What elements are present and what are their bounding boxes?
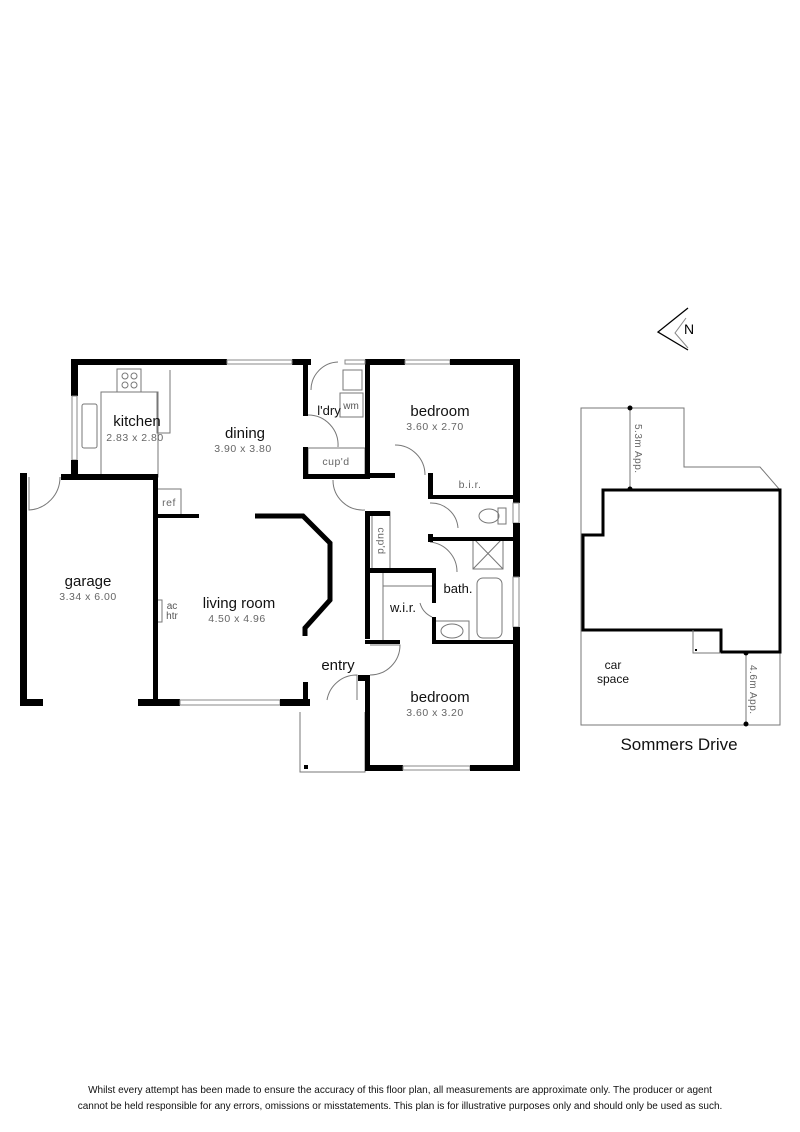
bir-label: b.i.r. xyxy=(459,479,482,491)
htr-label: htr xyxy=(166,611,178,622)
wir-label: w.i.r. xyxy=(389,600,416,615)
north-arrow-icon: N xyxy=(656,307,694,351)
car-space-label-2: space xyxy=(597,672,629,686)
cupboard-label: cup'd xyxy=(322,456,349,468)
bedroom2-size: 3.60 x 3.20 xyxy=(406,707,463,719)
living-room-label: living room xyxy=(203,595,276,612)
fixtures xyxy=(28,361,507,773)
kitchen-label: kitchen xyxy=(113,413,161,430)
ac-label: ac xyxy=(167,601,178,612)
wm-label: wm xyxy=(342,401,359,412)
bath-label: bath. xyxy=(444,581,473,596)
street-name: Sommers Drive xyxy=(620,735,737,754)
entry-label: entry xyxy=(321,657,355,674)
garage-label: garage xyxy=(65,573,112,590)
room-labels: kitchen 2.83 x 2.80 dining 3.90 x 3.80 l… xyxy=(59,401,481,719)
walls xyxy=(20,359,520,771)
north-label: N xyxy=(684,321,694,337)
bedroom1-size: 3.60 x 2.70 xyxy=(406,421,463,433)
dim-bottom-label: 4.6m App. xyxy=(747,665,758,715)
kitchen-size: 2.83 x 2.80 xyxy=(106,432,163,444)
dim-top-label: 5.3m App. xyxy=(632,424,643,474)
bedroom1-label: bedroom xyxy=(410,403,469,420)
car-space-label-1: car xyxy=(605,658,622,672)
bedroom2-label: bedroom xyxy=(410,689,469,706)
site-plan: 5.3m App. 4.6m App. car space Sommers Dr… xyxy=(580,405,782,754)
ref-label: ref xyxy=(162,497,176,509)
disclaimer: Whilst every attempt has been made to en… xyxy=(0,1083,800,1115)
disclaimer-line-1: Whilst every attempt has been made to en… xyxy=(88,1085,712,1096)
dining-size: 3.90 x 3.80 xyxy=(214,443,271,455)
disclaimer-line-2: cannot be held responsible for any error… xyxy=(77,1101,723,1112)
living-room-size: 4.50 x 4.96 xyxy=(208,613,265,625)
laundry-label: l'dry xyxy=(317,403,341,418)
garage-size: 3.34 x 6.00 xyxy=(59,591,116,603)
dining-label: dining xyxy=(225,425,265,442)
hall-cupboard-label: cup'd xyxy=(375,527,387,554)
